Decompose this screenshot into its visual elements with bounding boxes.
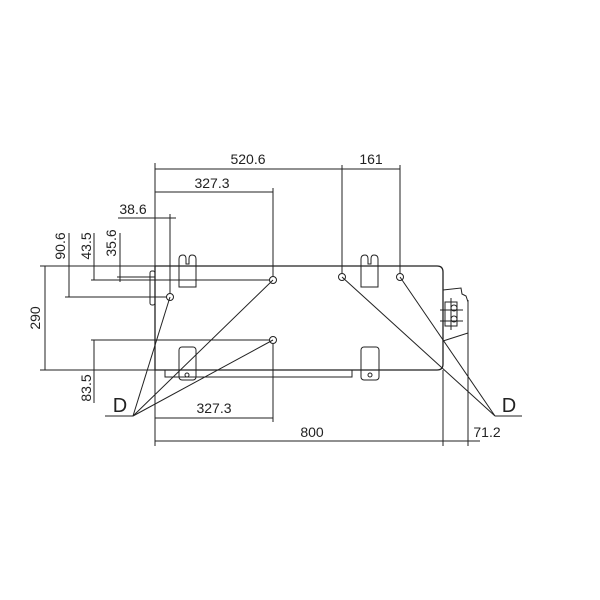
dim-label-161: 161 bbox=[359, 151, 383, 167]
dimension-lines bbox=[44, 168, 480, 442]
dim-label-90-6: 90.6 bbox=[52, 232, 68, 259]
dim-label-520-6: 520.6 bbox=[230, 151, 265, 167]
unit-body bbox=[149, 254, 469, 381]
mounting-holes bbox=[166, 273, 404, 344]
dim-label-327-3-bottom: 327.3 bbox=[196, 400, 231, 416]
dim-label-35-6: 35.6 bbox=[103, 229, 119, 256]
pipe-fitting-icon bbox=[440, 298, 463, 330]
dim-label-327-3-top: 327.3 bbox=[194, 175, 229, 191]
dim-label-43-5: 43.5 bbox=[78, 232, 94, 259]
dim-label-83-5: 83.5 bbox=[78, 374, 94, 401]
dim-label-38-6: 38.6 bbox=[119, 201, 146, 217]
dim-label-800: 800 bbox=[300, 424, 324, 440]
callout-d-right: D bbox=[502, 395, 516, 417]
callout-d-left: D bbox=[113, 395, 127, 417]
dim-label-71-2: 71.2 bbox=[473, 424, 500, 440]
extension-lines bbox=[40, 163, 469, 446]
callout-leaders bbox=[105, 276, 522, 417]
dim-label-290: 290 bbox=[27, 306, 43, 330]
